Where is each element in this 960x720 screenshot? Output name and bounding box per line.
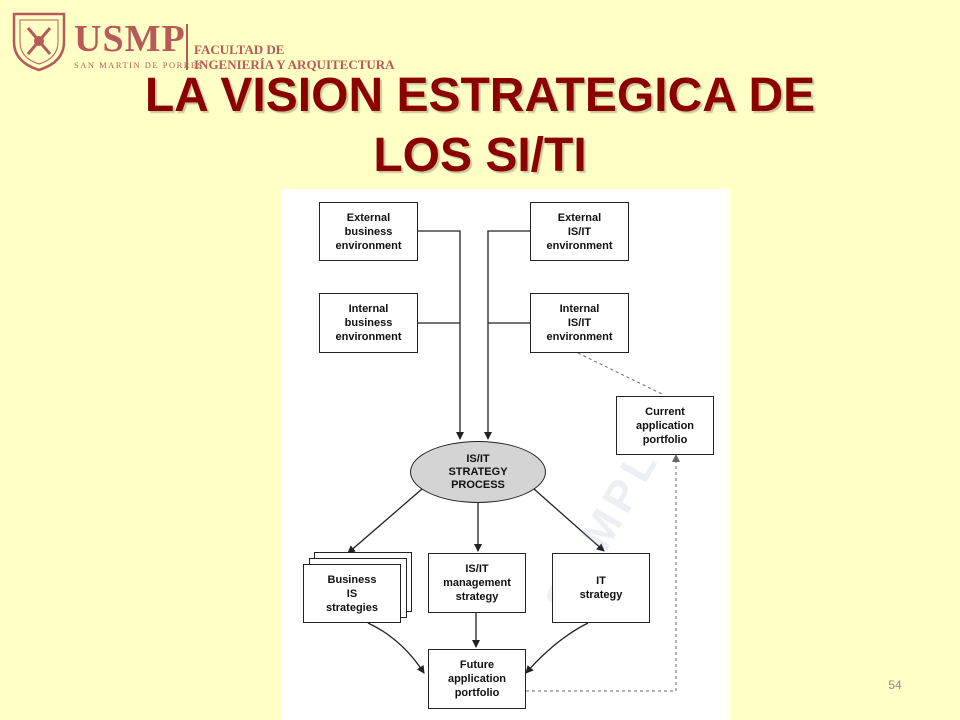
logo-divider — [186, 24, 188, 70]
ellipse-strategy-process: IS/IT STRATEGY PROCESS — [410, 441, 546, 503]
slide-title-line2: LOS SI/TI — [373, 129, 587, 182]
box-future-portfolio: Future application portfolio — [428, 649, 526, 709]
box-internal-business: Internal business environment — [319, 293, 418, 353]
arrow-business-to-future — [367, 622, 425, 674]
dashed-future-to-current — [526, 454, 680, 692]
box-current-portfolio: Current application portfolio — [616, 396, 714, 455]
box-external-business: External business environment — [319, 202, 418, 261]
university-seal-icon — [12, 12, 66, 72]
box-management-strategy: IS/IT management strategy — [428, 553, 526, 613]
box-external-isit: External IS/IT environment — [530, 202, 629, 261]
logo-faculty: FACULTAD DE INGENIERÍA Y ARQUITECTURA — [194, 42, 395, 72]
diagram-connectors — [347, 230, 680, 692]
arrow-to-it-strategy — [533, 488, 605, 552]
logo-faculty-line1: FACULTAD DE — [194, 42, 285, 57]
page-number: 54 — [888, 678, 902, 692]
box-business-is: Business IS strategies — [303, 564, 401, 623]
arrow-external-isit — [484, 230, 530, 440]
usmp-logo: USMP SAN MARTIN DE PORRES FACULTAD DE IN… — [8, 8, 395, 78]
strategy-diagram: SAMPLE External business environment Ext… — [282, 189, 730, 720]
logo-faculty-line2: INGENIERÍA Y ARQUITECTURA — [194, 57, 395, 72]
arrow-it-to-future — [525, 622, 589, 674]
slide-title-line1: LA VISION ESTRATEGICA DE — [144, 69, 816, 122]
arrow-external-business — [418, 230, 464, 440]
logo-subtitle: SAN MARTIN DE PORRES — [74, 60, 204, 70]
arrow-to-business-is — [347, 488, 423, 554]
logo-brand: USMP — [74, 18, 186, 60]
dashed-internal-to-current — [577, 352, 665, 396]
box-it-strategy: IT strategy — [552, 553, 650, 623]
slide-title: LA VISION ESTRATEGICA DE LOS SI/TI — [40, 66, 920, 186]
box-internal-isit: Internal IS/IT environment — [530, 293, 629, 353]
